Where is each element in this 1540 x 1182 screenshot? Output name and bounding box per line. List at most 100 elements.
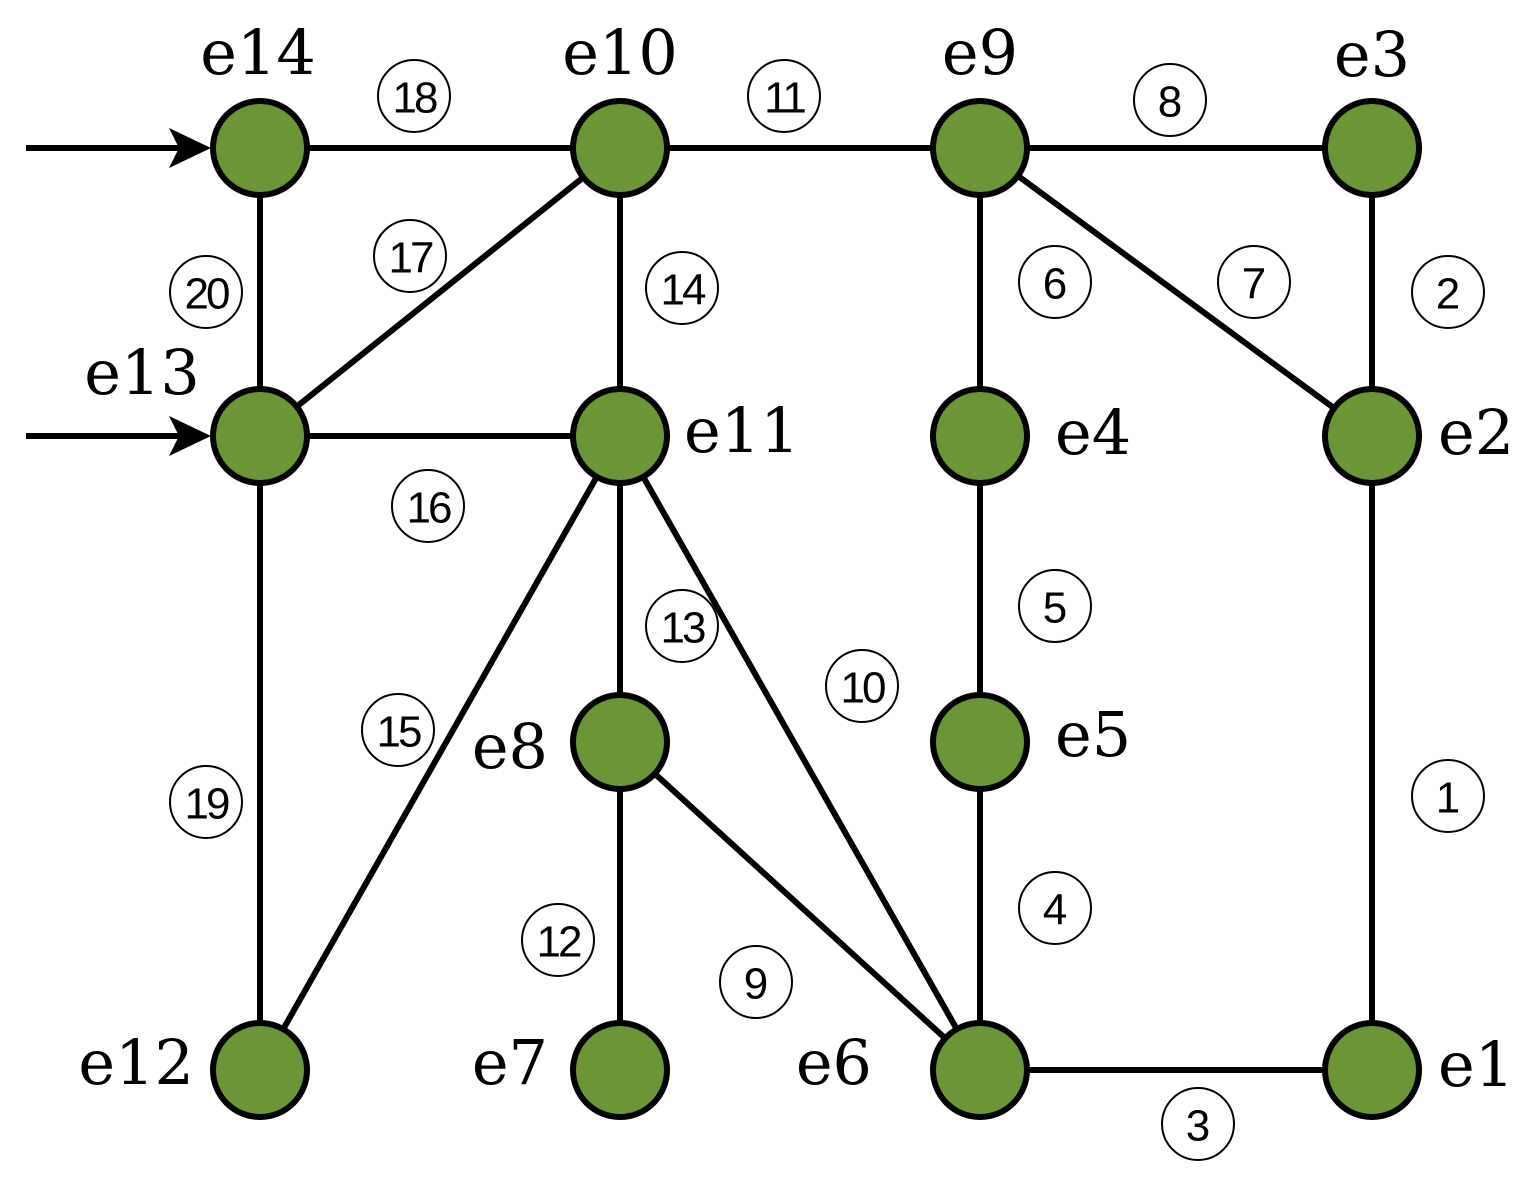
edge-badge-ring [361,693,435,767]
node-e13 [210,386,310,486]
edge-badge-ring [373,219,447,293]
edge-badge-ring [1018,569,1092,643]
edge-label-3: 3 [1186,1102,1210,1151]
edge-badge-ring [719,945,793,1019]
edge-badge-14: 14 [645,251,719,325]
edge-badge-12: 12 [521,903,595,977]
node-label-e10: e10 [562,16,678,89]
edge-badge-15: 15 [361,693,435,767]
edge-badge-ring [169,765,243,839]
edge-label-13: 13 [661,604,705,653]
arrow-head-icon [169,128,211,168]
edge-9 [617,739,983,1073]
edge-label-5: 5 [1043,584,1067,633]
node-label-e11: e11 [684,394,800,467]
node-e10 [570,98,670,198]
input-arrow-e13 [26,416,211,456]
edge-badge-ring [747,59,821,133]
edge-badge-3: 3 [1161,1087,1235,1161]
node-e9 [930,98,1030,198]
edge-badge-ring [1411,255,1485,329]
node-e1 [1322,1020,1422,1120]
edge-badge-ring [1411,759,1485,833]
edge-label-16: 16 [407,484,451,533]
edge-7 [978,145,1374,439]
node-label-e1: e1 [1438,1028,1514,1101]
edge-badge-5: 5 [1018,569,1092,643]
node-label-e5: e5 [1055,698,1131,771]
node-e12 [210,1020,310,1120]
input-arrow-e14 [26,128,211,168]
edge-label-11: 11 [764,74,805,123]
node-e4 [930,386,1030,486]
edge-badge-1: 1 [1411,759,1485,833]
input-arrows-layer [26,128,211,456]
edge-badge-ring [825,649,899,723]
edge-label-14: 14 [661,266,706,315]
edge-label-10: 10 [841,664,885,713]
edge-label-8: 8 [1158,78,1182,127]
node-label-e12: e12 [78,1026,194,1099]
edge-badge-19: 19 [169,765,243,839]
edge-badge-7: 7 [1217,245,1291,319]
edge-label-20: 20 [185,270,229,319]
edge-badge-8: 8 [1133,63,1207,137]
node-e7 [570,1020,670,1120]
node-e8 [570,692,670,792]
edge-label-19: 19 [185,780,229,829]
edge-badge-11: 11 [747,59,821,133]
edge-badge-13: 13 [645,589,719,663]
edge-badge-ring [391,469,465,543]
node-label-e6: e6 [796,1026,872,1099]
node-label-e14: e14 [200,16,316,89]
node-e11 [570,386,670,486]
edge-badge-ring [645,251,719,325]
node-e2 [1322,386,1422,486]
edge-label-18: 18 [393,74,437,123]
edge-label-15: 15 [377,708,421,757]
edge-label-4: 4 [1043,886,1067,935]
edge-label-6: 6 [1043,260,1067,309]
edge-15 [257,434,623,1072]
node-label-e2: e2 [1438,396,1514,469]
edge-17 [258,145,622,439]
edge-badge-4: 4 [1018,871,1092,945]
edge-label-7: 7 [1242,260,1266,309]
edge-badge-ring [1217,245,1291,319]
node-e5 [930,692,1030,792]
edge-badge-17: 17 [373,219,447,293]
edge-badge-ring [521,903,595,977]
edge-label-1: 1 [1436,774,1460,823]
node-label-e7: e7 [472,1026,548,1099]
edge-badge-ring [1133,63,1207,137]
edge-label-17: 17 [389,234,433,283]
edge-badge-ring [1018,871,1092,945]
edge-badge-ring [377,59,451,133]
node-label-e8: e8 [472,710,548,783]
edge-10 [617,434,983,1072]
edge-badge-18: 18 [377,59,451,133]
edge-badge-ring [645,589,719,663]
edge-badge-9: 9 [719,945,793,1019]
edge-badge-16: 16 [391,469,465,543]
edge-label-9: 9 [744,960,768,1009]
edge-badge-20: 20 [169,255,243,329]
edge-badge-10: 10 [825,649,899,723]
edge-badge-2: 2 [1411,255,1485,329]
node-e3 [1322,98,1422,198]
edge-label-2: 2 [1436,270,1460,319]
arrow-head-icon [169,416,211,456]
nodes-layer [210,98,1422,1120]
edge-badge-6: 6 [1018,245,1092,319]
node-e6 [930,1020,1030,1120]
edge-badge-ring [1018,245,1092,319]
node-label-e9: e9 [942,16,1018,89]
edge-badge-ring [169,255,243,329]
node-label-e13: e13 [84,336,200,409]
node-e14 [210,98,310,198]
edge-badge-ring [1161,1087,1235,1161]
edge-label-12: 12 [537,918,581,967]
